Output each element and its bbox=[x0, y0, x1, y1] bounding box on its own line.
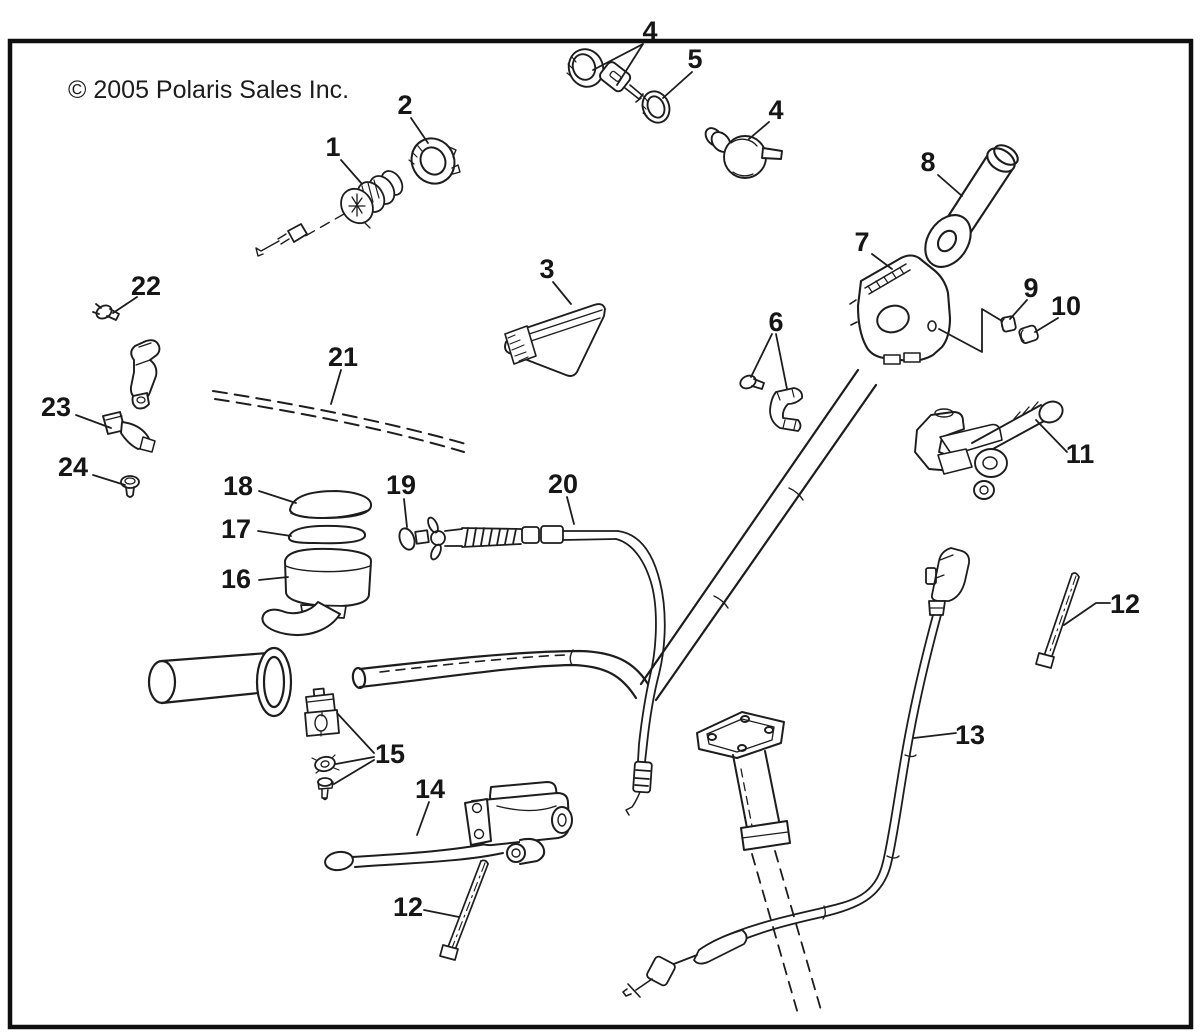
callout-1: 1 bbox=[325, 132, 340, 162]
part-7-switch-housing bbox=[849, 254, 952, 365]
callout-12-right: 12 bbox=[1110, 589, 1140, 619]
callout-12-left: 12 bbox=[393, 892, 423, 922]
part-22-screw bbox=[92, 303, 120, 321]
part-11-lever bbox=[914, 400, 1064, 500]
callout-7: 7 bbox=[854, 227, 869, 257]
mount-bracket bbox=[129, 339, 161, 410]
part-4-cap-and-key bbox=[566, 48, 644, 103]
choke-cable-13 bbox=[622, 547, 971, 998]
callout-10: 10 bbox=[1051, 291, 1081, 321]
part-5-ring bbox=[641, 90, 671, 124]
part-2-nut bbox=[408, 137, 461, 185]
callout-13: 13 bbox=[955, 720, 985, 750]
part-1-ignition-switch bbox=[255, 170, 404, 257]
callout-11: 11 bbox=[1066, 439, 1095, 469]
callout-4b: 4 bbox=[768, 95, 783, 125]
callout-5: 5 bbox=[687, 44, 702, 74]
part-8-grip bbox=[924, 144, 1019, 268]
callout-labels: 1 2 3 4 4 5 6 7 8 9 10 11 12 12 13 14 15… bbox=[41, 16, 1140, 922]
callout-9: 9 bbox=[1023, 273, 1038, 303]
callout-24: 24 bbox=[58, 452, 88, 482]
cable-21 bbox=[212, 390, 467, 453]
callout-6: 6 bbox=[768, 307, 783, 337]
callout-8: 8 bbox=[920, 147, 935, 177]
part-9-bushing bbox=[1000, 315, 1017, 333]
leader-lines bbox=[75, 43, 1111, 918]
callout-2: 2 bbox=[397, 90, 412, 120]
part-24-screw bbox=[120, 475, 140, 498]
throttle-cable-20 bbox=[414, 516, 666, 816]
callout-17: 17 bbox=[221, 514, 251, 544]
handlebar-tube bbox=[351, 368, 878, 702]
tie-rod-12-right bbox=[1035, 572, 1080, 669]
part-3-cover bbox=[504, 303, 606, 377]
part-4-switch bbox=[704, 127, 783, 179]
part-14-brake-lever bbox=[324, 781, 573, 872]
part-6-screw-and-clamp bbox=[739, 374, 803, 432]
callout-4a: 4 bbox=[642, 16, 657, 46]
part-16-reservoir bbox=[261, 547, 372, 636]
tie-rod-12-left bbox=[439, 859, 489, 961]
part-15-clamp-set bbox=[304, 687, 340, 801]
callout-21: 21 bbox=[328, 342, 358, 372]
part-19-boot bbox=[398, 527, 416, 551]
callout-19: 19 bbox=[386, 470, 416, 500]
callout-18: 18 bbox=[223, 471, 253, 501]
callout-22: 22 bbox=[131, 271, 161, 301]
callout-23: 23 bbox=[41, 392, 71, 422]
callout-15: 15 bbox=[375, 739, 405, 769]
part-17-gasket bbox=[288, 524, 367, 545]
callout-16: 16 bbox=[221, 564, 251, 594]
left-grip bbox=[147, 646, 293, 718]
callout-20: 20 bbox=[548, 469, 578, 499]
diagram-border bbox=[7, 38, 1194, 1030]
part-10-bushing bbox=[1018, 324, 1039, 344]
part-23-clip bbox=[102, 411, 156, 453]
callout-14: 14 bbox=[415, 774, 445, 804]
steering-post bbox=[696, 711, 822, 1015]
callout-3: 3 bbox=[539, 254, 554, 284]
part-18-cap bbox=[289, 490, 372, 519]
copyright-text: © 2005 Polaris Sales Inc. bbox=[68, 76, 349, 104]
